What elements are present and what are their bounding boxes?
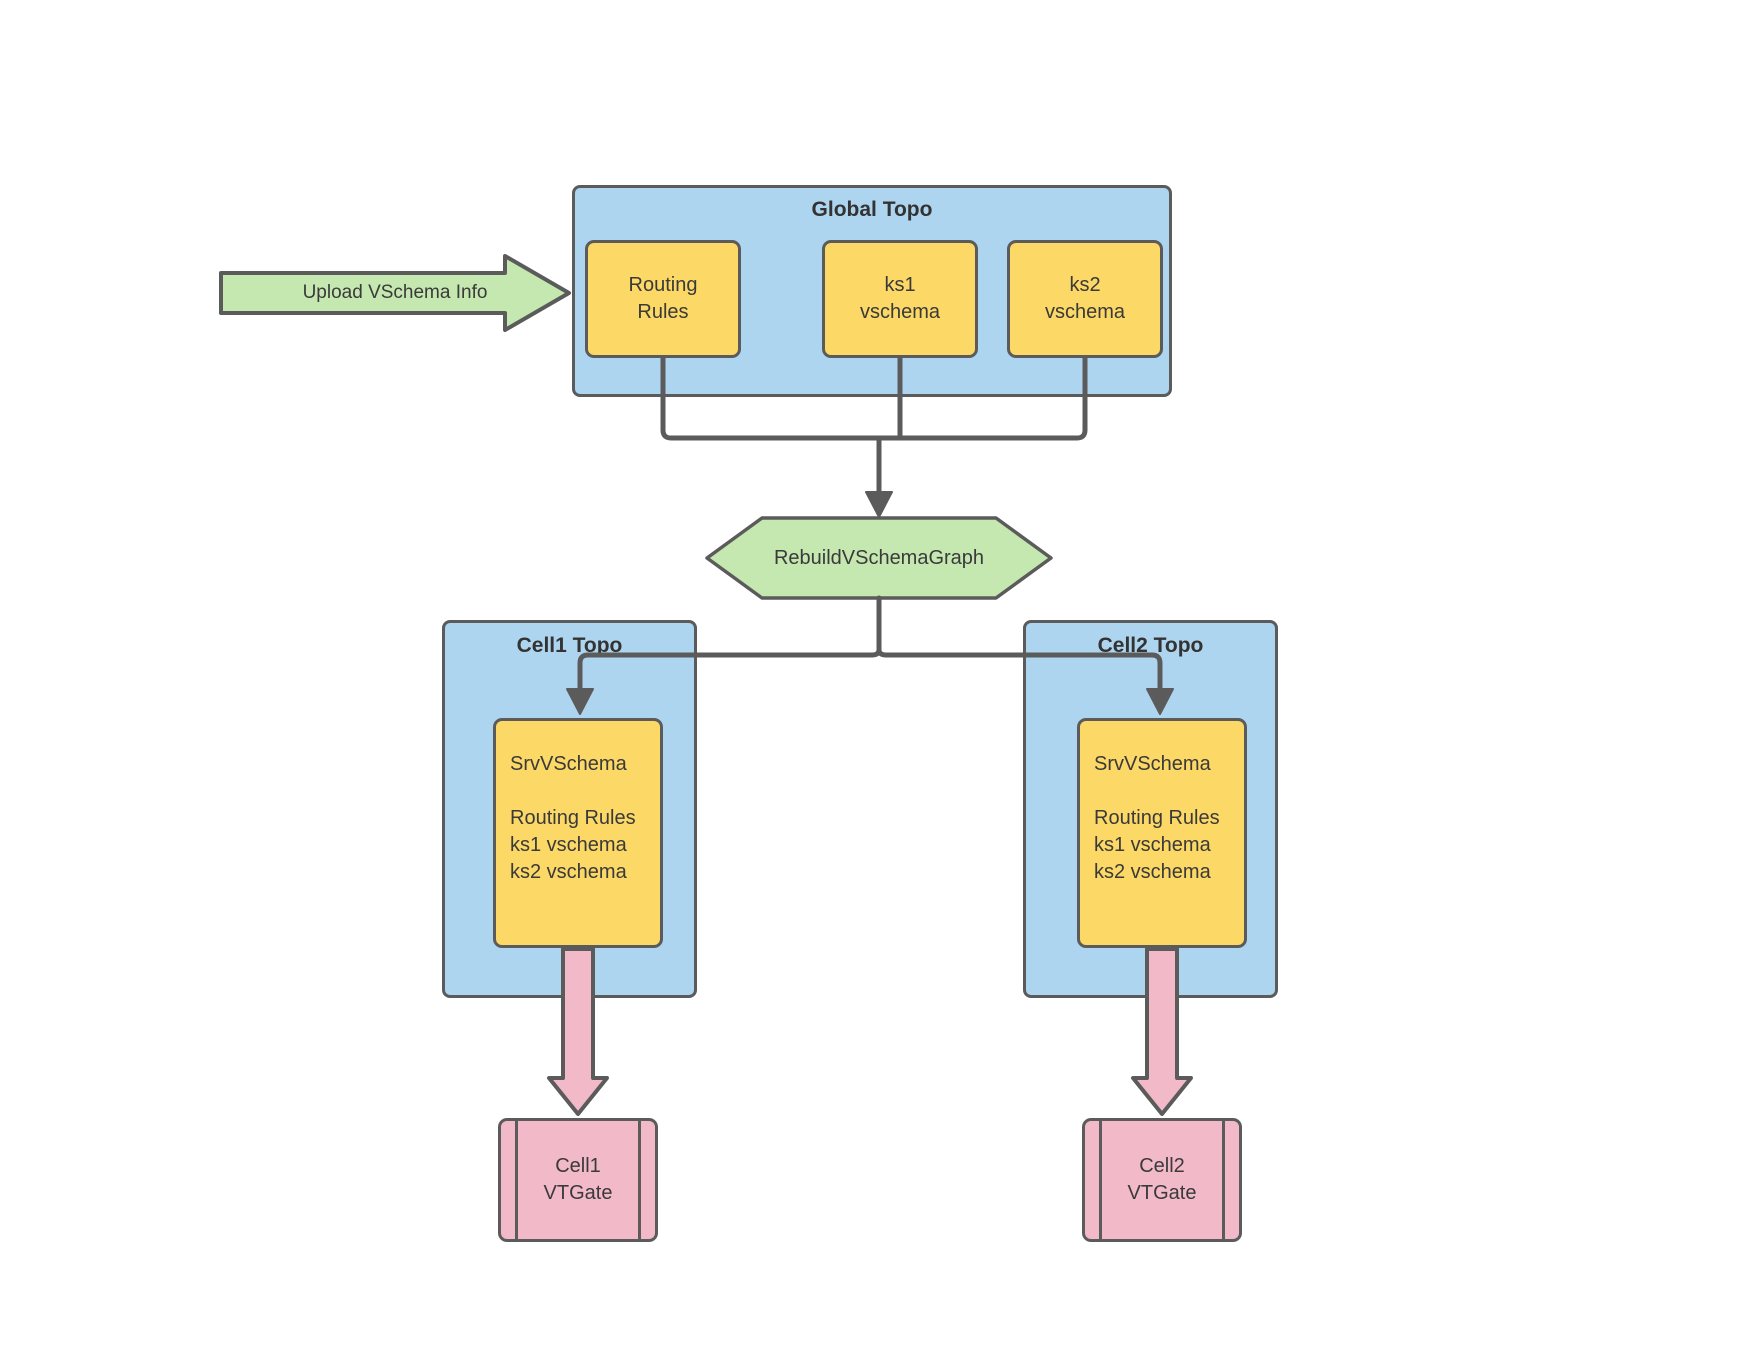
cell2-topo-title: Cell2 Topo [1097, 634, 1204, 657]
rebuild-vschema-graph-label: RebuildVSchemaGraph [773, 546, 985, 569]
cell2-vtgate-node: Cell2 VTGate [1082, 1118, 1242, 1242]
cell1-vtgate-node: Cell1 VTGate [498, 1118, 658, 1242]
ks2-vschema-node: ks2 vschema [1007, 240, 1163, 358]
routing-rules-node: Routing Rules [585, 240, 741, 358]
cell1-topo-title: Cell1 Topo [516, 634, 623, 657]
cell2-srv-vschema-node: SrvVSchema Routing Rules ks1 vschema ks2… [1077, 718, 1247, 948]
cell1-srv-vschema-node: SrvVSchema Routing Rules ks1 vschema ks2… [493, 718, 663, 948]
arrowhead-to-rebuild [865, 491, 893, 518]
global-topo-title: Global Topo [811, 198, 933, 221]
ks1-vschema-node: ks1 vschema [822, 240, 978, 358]
upload-vschema-arrow-label: Upload VSchema Info [302, 282, 488, 303]
